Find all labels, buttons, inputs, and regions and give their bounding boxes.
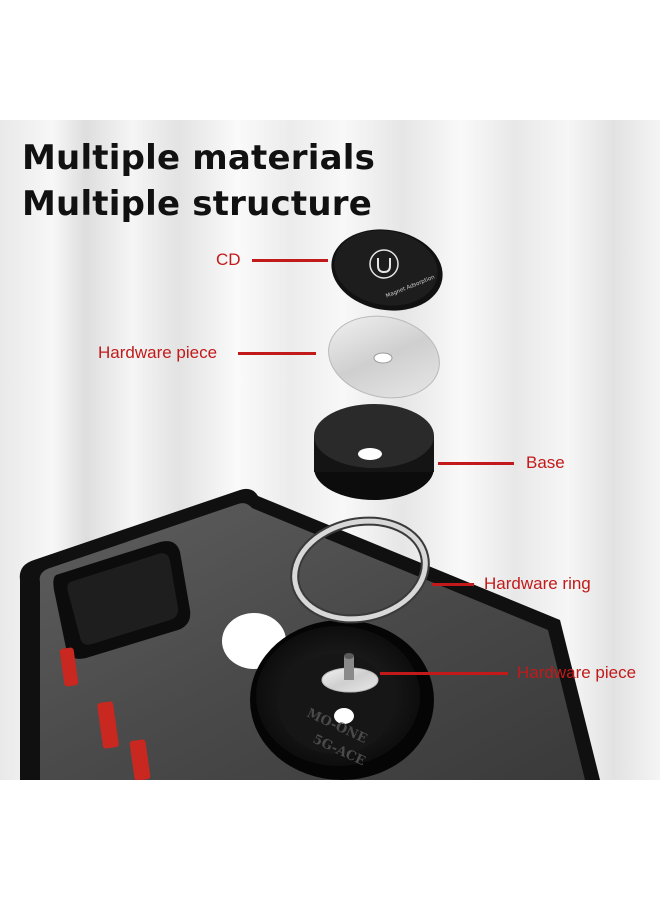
callout-line-hardware-ring [432, 583, 474, 586]
callout-line-base [438, 462, 514, 465]
base-part [314, 404, 434, 500]
hardware-piece-top [328, 315, 440, 399]
callout-label-hardware-piece-top: Hardware piece [98, 343, 218, 362]
cd-disc [331, 229, 443, 311]
callout-label-hardware-piece-bottom: Hardware piece [517, 663, 637, 682]
hardware-piece-bottom [321, 653, 379, 693]
headline-line-2: Multiple structure [22, 184, 372, 224]
callout-line-hardware-piece-top [238, 352, 316, 355]
side-button [129, 739, 151, 780]
callout-line-cd [252, 259, 328, 262]
product-stage: MO-ONE 5G-ACE [0, 120, 660, 780]
callout-label-cd: CD [216, 250, 241, 269]
exploded-view-illustration: MO-ONE 5G-ACE [19, 229, 601, 780]
callout-label-base: Base [526, 453, 565, 472]
hardware-ring [290, 516, 430, 624]
mounted-base [250, 620, 434, 780]
magnet-u-icon [377, 258, 391, 274]
side-button [59, 647, 79, 687]
callout-line-hardware-piece-bottom [380, 672, 508, 675]
side-button [97, 701, 119, 749]
callout-label-hardware-ring: Hardware ring [484, 574, 591, 593]
headline-line-1: Multiple materials [22, 138, 376, 178]
